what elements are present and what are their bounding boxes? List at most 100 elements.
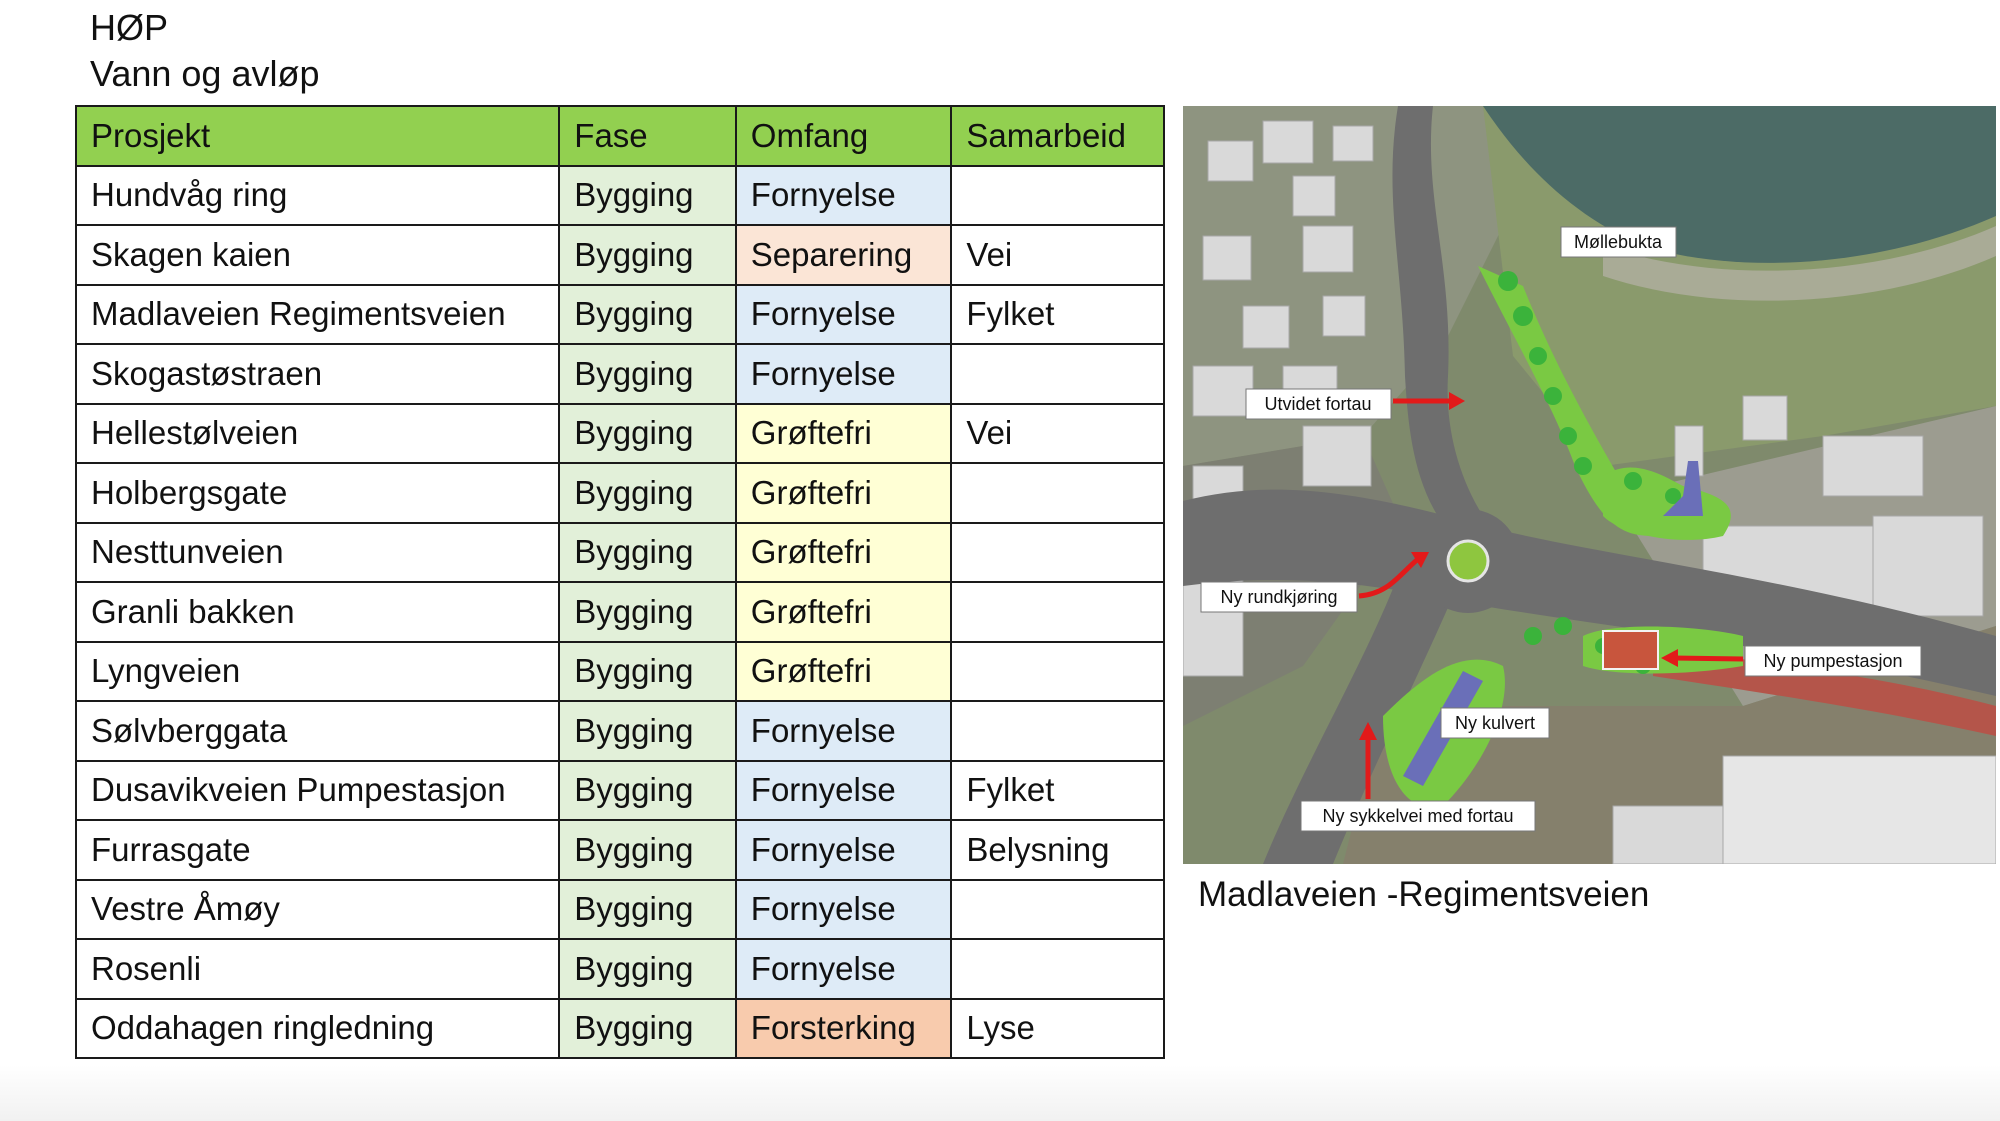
cell-omfang: Grøftefri: [734, 640, 953, 702]
cell-samarbeid: [950, 581, 1165, 643]
label-ny-sykkelvei: Ny sykkelvei med fortau: [1300, 722, 1536, 832]
cell-samarbeid: Fylket: [950, 759, 1165, 821]
cell-fase: Bygging: [558, 283, 737, 345]
cell-prosjekt: Skogastøstraen: [74, 343, 561, 405]
cell-samarbeid: Vei: [950, 402, 1165, 464]
header-omfang: Omfang: [734, 105, 953, 167]
header-samarbeid: Samarbeid: [950, 105, 1165, 167]
cell-fase: Bygging: [558, 224, 737, 286]
cell-samarbeid: [950, 462, 1165, 524]
arrowhead-icon: [1359, 722, 1377, 740]
cell-fase: Bygging: [558, 343, 737, 405]
cell-fase: Bygging: [558, 700, 737, 762]
cell-omfang: Forsterking: [734, 997, 953, 1059]
cell-fase: Bygging: [558, 462, 737, 524]
arrowhead-icon: [1449, 392, 1465, 410]
cell-samarbeid: [950, 164, 1165, 226]
cell-omfang: Fornyelse: [734, 164, 953, 226]
arrow-curve-icon: [1358, 557, 1420, 599]
cell-omfang: Fornyelse: [734, 700, 953, 762]
arrow-left-icon: [1672, 655, 1744, 662]
cell-prosjekt: Nesttunveien: [74, 521, 561, 583]
label-ny-rundkjoring: Ny rundkjøring: [1200, 552, 1429, 613]
label-mollebukta: Møllebukta: [1560, 226, 1677, 258]
cell-omfang: Fornyelse: [734, 938, 953, 1000]
project-table: Prosjekt Fase Omfang Samarbeid Hundvåg r…: [74, 105, 1165, 1059]
cell-prosjekt: Skagen kaien: [74, 224, 561, 286]
cell-samarbeid: Lyse: [950, 997, 1165, 1059]
cell-samarbeid: [950, 878, 1165, 940]
cell-omfang: Fornyelse: [734, 283, 953, 345]
cell-samarbeid: [950, 343, 1165, 405]
cell-prosjekt: Furrasgate: [74, 819, 561, 881]
header-prosjekt: Prosjekt: [74, 105, 561, 167]
label-ny-sykkelvei-text: Ny sykkelvei med fortau: [1322, 806, 1513, 826]
cell-fase: Bygging: [558, 640, 737, 702]
cell-omfang: Grøftefri: [734, 581, 953, 643]
label-ny-pumpestasjon-text: Ny pumpestasjon: [1763, 651, 1902, 671]
cell-samarbeid: Fylket: [950, 283, 1165, 345]
label-ny-pumpestasjon: Ny pumpestasjon: [1661, 645, 1922, 677]
cell-fase: Bygging: [558, 521, 737, 583]
site-plan-image: Møllebukta Utvidet fortau Ny rundkjøring…: [1183, 106, 1996, 864]
label-ny-kulvert: Ny kulvert: [1440, 707, 1550, 739]
cell-omfang: Grøftefri: [734, 402, 953, 464]
cell-fase: Bygging: [558, 581, 737, 643]
arrowhead-icon: [1661, 649, 1678, 667]
cell-samarbeid: Vei: [950, 224, 1165, 286]
cell-prosjekt: Madlaveien Regimentsveien: [74, 283, 561, 345]
cell-fase: Bygging: [558, 164, 737, 226]
page-title: HØP: [90, 7, 169, 48]
cell-omfang: Grøftefri: [734, 521, 953, 583]
label-utvidet-fortau: Utvidet fortau: [1245, 388, 1465, 420]
cell-prosjekt: Vestre Åmøy: [74, 878, 561, 940]
cell-omfang: Separering: [734, 224, 953, 286]
cell-prosjekt: Hundvåg ring: [74, 164, 561, 226]
label-ny-rundkjoring-text: Ny rundkjøring: [1220, 587, 1337, 607]
cell-fase: Bygging: [558, 878, 737, 940]
cell-fase: Bygging: [558, 402, 737, 464]
label-ny-kulvert-text: Ny kulvert: [1455, 713, 1535, 733]
cell-prosjekt: Lyngveien: [74, 640, 561, 702]
cell-prosjekt: Oddahagen ringledning: [74, 997, 561, 1059]
cell-omfang: Fornyelse: [734, 878, 953, 940]
cell-omfang: Fornyelse: [734, 759, 953, 821]
cell-prosjekt: Hellestølveien: [74, 402, 561, 464]
cell-prosjekt: Holbergsgate: [74, 462, 561, 524]
cell-fase: Bygging: [558, 759, 737, 821]
label-mollebukta-text: Møllebukta: [1574, 232, 1663, 252]
cell-omfang: Fornyelse: [734, 819, 953, 881]
table-header-row: Prosjekt Fase Omfang Samarbeid: [74, 105, 1165, 167]
cell-fase: Bygging: [558, 938, 737, 1000]
cell-fase: Bygging: [558, 819, 737, 881]
header-fase: Fase: [558, 105, 737, 167]
cell-omfang: Grøftefri: [734, 462, 953, 524]
map-caption: Madlaveien -Regimentsveien: [1198, 875, 1650, 914]
cell-samarbeid: [950, 640, 1165, 702]
arrowhead-icon: [1411, 552, 1429, 568]
cell-samarbeid: [950, 700, 1165, 762]
cell-omfang: Fornyelse: [734, 343, 953, 405]
cell-prosjekt: Granli bakken: [74, 581, 561, 643]
cell-samarbeid: Belysning: [950, 819, 1165, 881]
cell-fase: Bygging: [558, 997, 737, 1059]
cell-samarbeid: [950, 521, 1165, 583]
cell-prosjekt: Sølvberggata: [74, 700, 561, 762]
cell-prosjekt: Dusavikveien Pumpestasjon: [74, 759, 561, 821]
label-utvidet-fortau-text: Utvidet fortau: [1264, 394, 1371, 414]
